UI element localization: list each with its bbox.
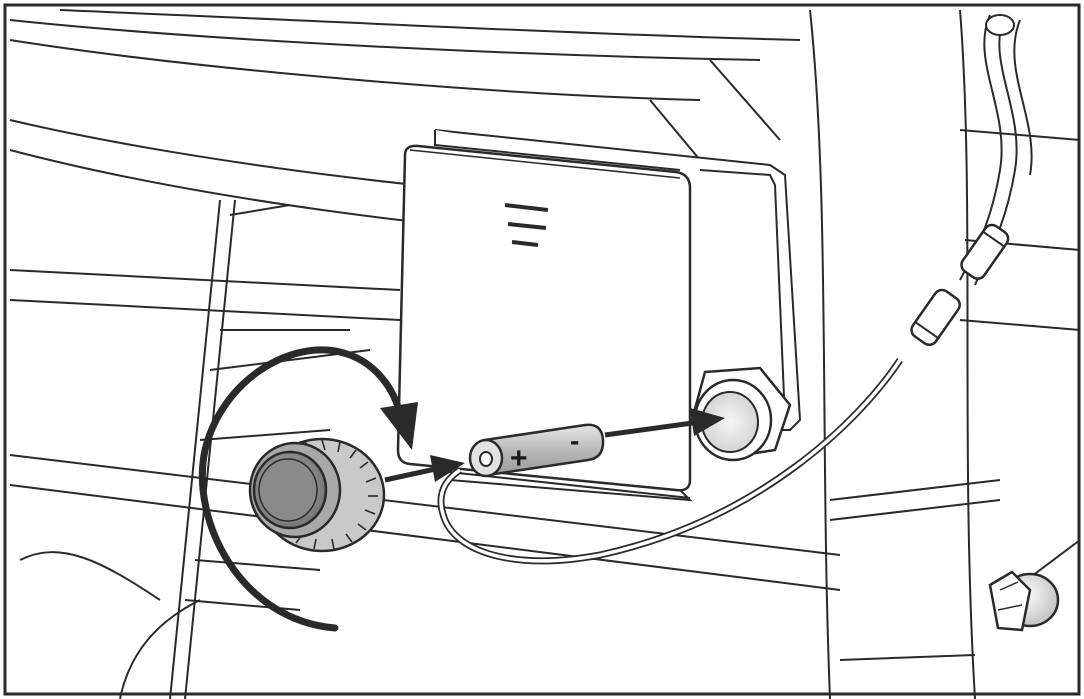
battery-icon: + - (468, 423, 605, 478)
battery-box (396, 144, 692, 492)
frame-border (3, 3, 1081, 696)
cap-icon (248, 437, 386, 553)
vent-slot (507, 222, 547, 230)
background-frame (9, 9, 841, 591)
acorn-bolt (988, 570, 1060, 632)
insert-arrow-icon (384, 455, 465, 483)
insert-arrow-icon (604, 408, 725, 438)
sensor-cable (437, 223, 1010, 565)
rotate-arrow-icon (198, 346, 418, 632)
vent-slot (511, 240, 539, 247)
battery-socket (690, 366, 792, 462)
battery-negative-label: - (570, 425, 579, 456)
battery-positive-label: + (510, 442, 528, 475)
right-post (809, 9, 1081, 699)
vent-slot (504, 203, 549, 212)
